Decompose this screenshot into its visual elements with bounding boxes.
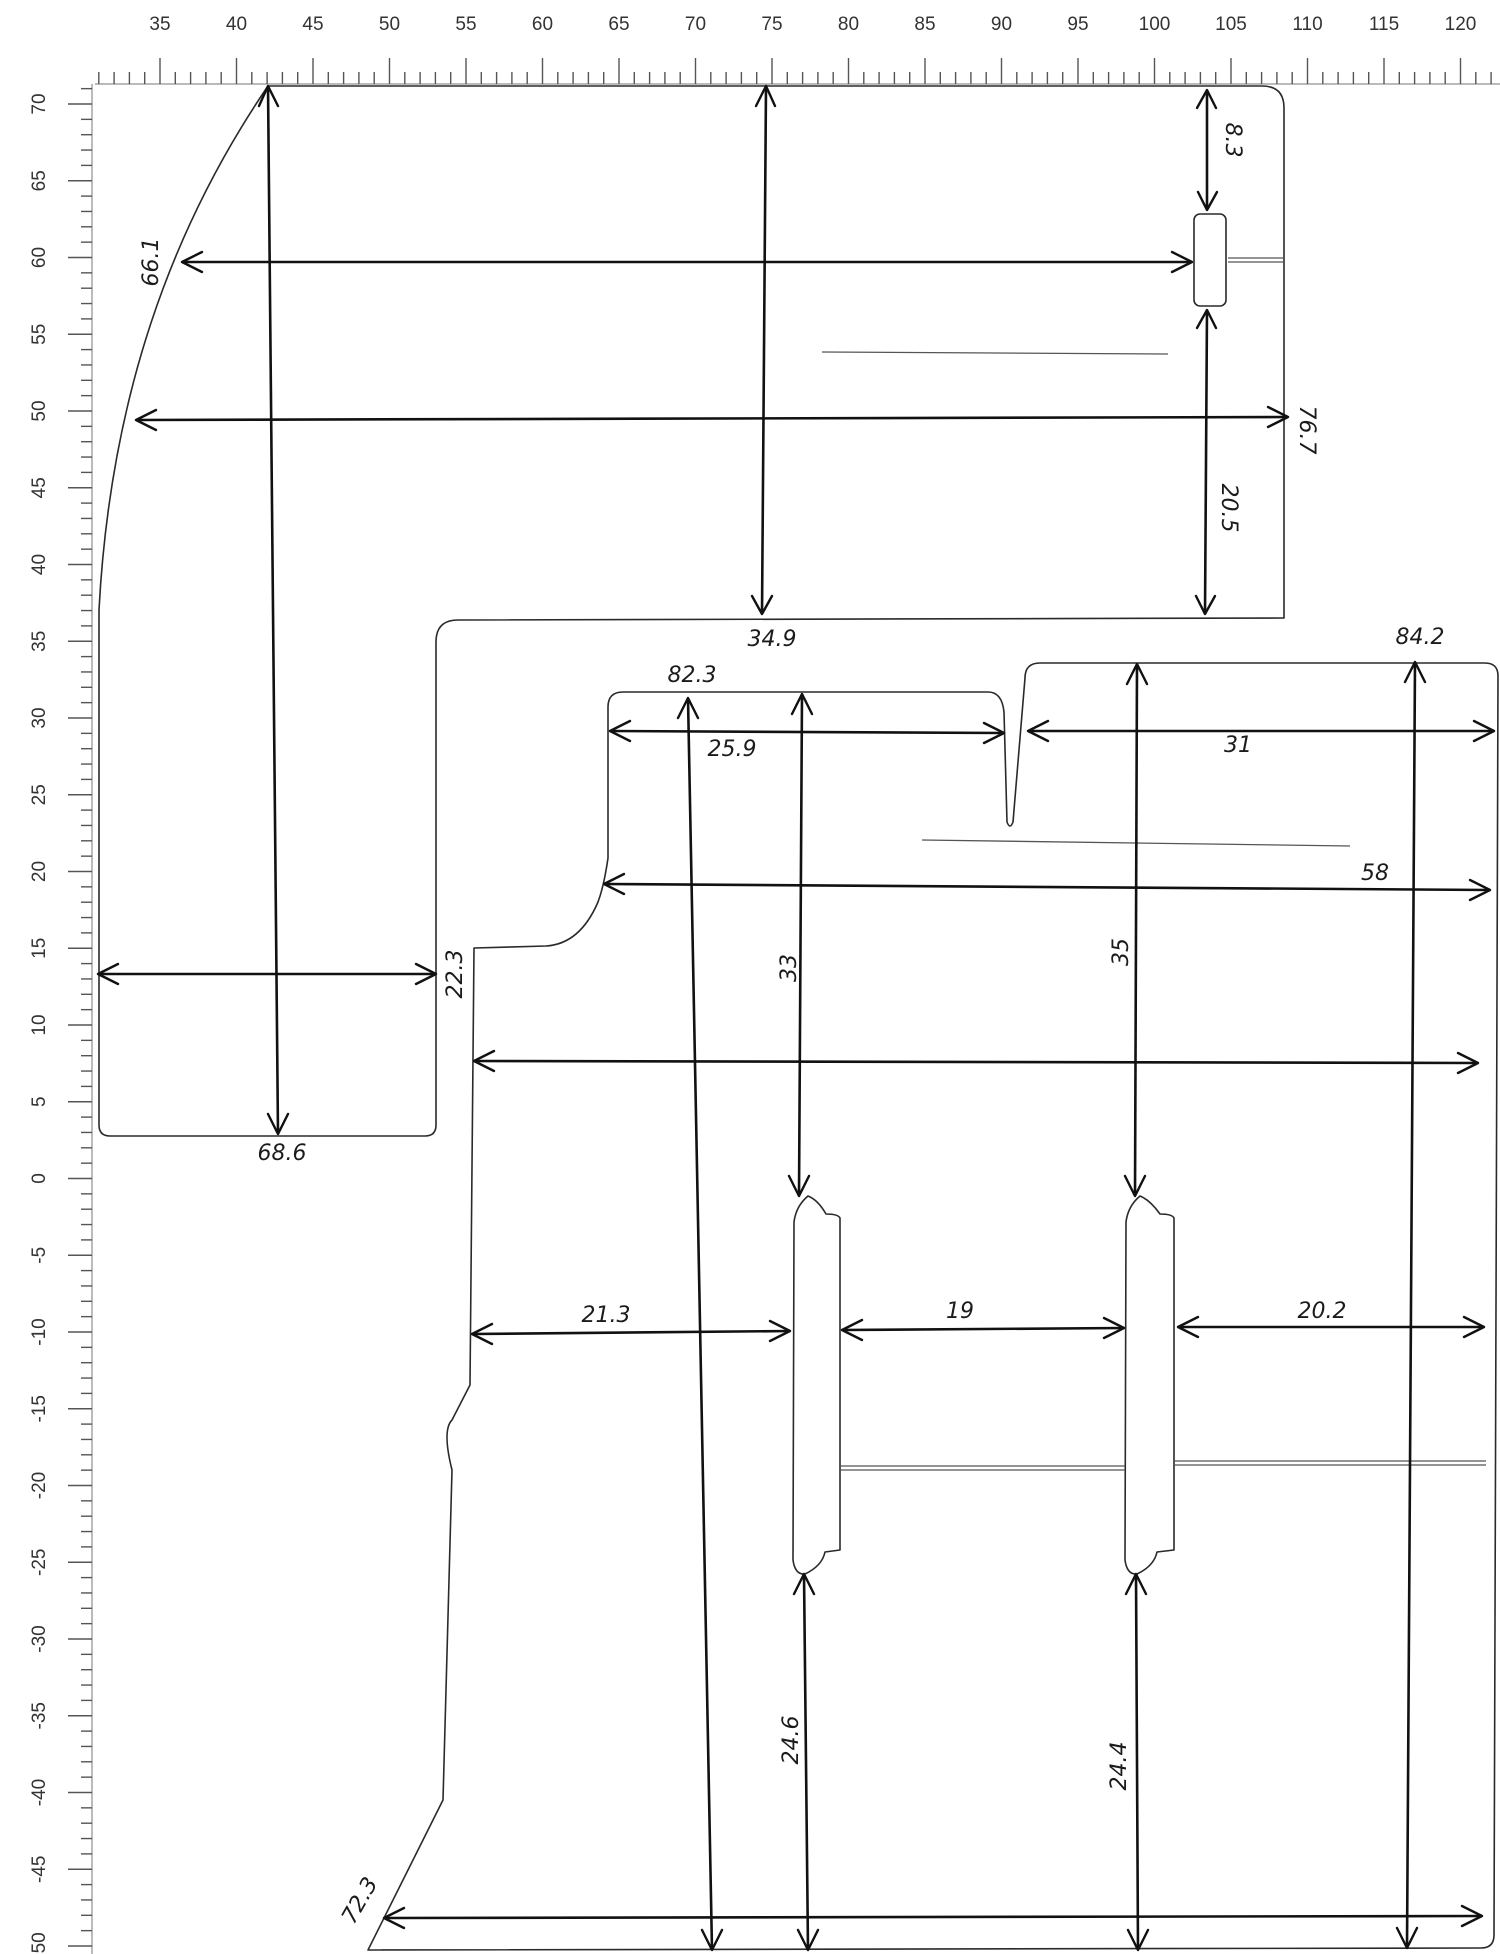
left-ruler-label: -30	[29, 1625, 50, 1652]
label-35: 35	[1109, 938, 1134, 966]
lower-pattern-outline	[367, 662, 1499, 1951]
top-ruler-label: 85	[914, 14, 935, 35]
top-ruler-label: 60	[532, 14, 553, 35]
top-ruler-label: 35	[149, 14, 170, 35]
left-ruler-label: 50	[29, 400, 50, 421]
label-76-7: 76.7	[1294, 406, 1319, 455]
top-ruler: 35 40 45 50 55 60 65 70 75 80 85 90 95 100 105 110 115 12…	[95, 14, 1500, 85]
top-ruler-label: 105	[1215, 14, 1247, 35]
label-20-5: 20.5	[1216, 484, 1241, 533]
top-ruler-label: 110	[1292, 14, 1322, 35]
left-ruler-label: -25	[29, 1549, 50, 1576]
label-22-3: 22.3	[443, 950, 468, 999]
top-ruler-label: 70	[685, 14, 706, 35]
label-25-9: 25.9	[708, 737, 757, 762]
top-ruler-label: 55	[455, 14, 476, 35]
left-ruler-label: -5	[29, 1247, 50, 1264]
top-ruler-label: 95	[1067, 14, 1088, 35]
top-ruler-label: 120	[1445, 14, 1477, 35]
left-ruler-label: -40	[29, 1779, 50, 1806]
label-58: 58	[1361, 861, 1389, 886]
left-ruler-label: -35	[29, 1702, 50, 1729]
dimension-lines	[96, 84, 1496, 1952]
left-ruler-label: -20	[29, 1472, 50, 1499]
left-ruler-label: 65	[29, 170, 50, 191]
label-21-3: 21.3	[582, 1303, 631, 1328]
top-ruler-label: 100	[1139, 14, 1171, 35]
left-ruler-label: -50	[29, 1932, 50, 1954]
label-20-2: 20.2	[1298, 1299, 1347, 1324]
left-ruler-label: -10	[29, 1318, 50, 1345]
left-ruler-label: 5	[29, 1096, 50, 1107]
top-ruler-label: 75	[761, 14, 782, 35]
left-ruler-label: 30	[29, 707, 50, 728]
top-ruler-label: 45	[302, 14, 323, 35]
label-24-4: 24.4	[1107, 1742, 1132, 1791]
label-31: 31	[1224, 733, 1252, 758]
left-ruler-label: 35	[29, 631, 50, 652]
left-ruler-label: 20	[29, 861, 50, 882]
left-ruler-label: 25	[29, 784, 50, 805]
label-84-2: 84.2	[1396, 625, 1445, 650]
top-ruler-label: 90	[991, 14, 1012, 35]
left-ruler-label: 55	[29, 324, 50, 345]
top-ruler-label: 80	[838, 14, 859, 35]
label-34-9: 34.9	[748, 627, 797, 652]
left-ruler-label: -45	[29, 1856, 50, 1883]
left-ruler-label: 40	[29, 554, 50, 575]
left-ruler-label: 15	[29, 938, 50, 959]
left-ruler-label: 70	[29, 93, 50, 114]
upper-pattern-outline	[98, 85, 1285, 1137]
left-ruler-label: 45	[29, 477, 50, 498]
top-ruler-label: 40	[226, 14, 247, 35]
label-68-6: 68.6	[258, 1141, 307, 1166]
top-ruler-label: 50	[379, 14, 400, 35]
label-8-3: 8.3	[1220, 123, 1245, 158]
label-19: 19	[946, 1299, 974, 1324]
button-slot-upper	[1193, 213, 1227, 307]
label-33: 33	[777, 954, 802, 982]
label-66-1: 66.1	[139, 238, 164, 287]
left-ruler-label: 60	[29, 247, 50, 268]
left-ruler: 7065605550454035302520151050-5-10-15-20-…	[29, 84, 93, 1954]
left-ruler-label: 0	[29, 1173, 50, 1184]
button-slot-left	[792, 1195, 841, 1575]
left-ruler-label: 10	[29, 1014, 50, 1035]
left-ruler-label: -15	[29, 1395, 50, 1422]
top-ruler-label: 115	[1369, 14, 1399, 35]
top-ruler-label: 65	[608, 14, 629, 35]
label-24-6: 24.6	[779, 1716, 804, 1765]
button-slot-right	[1124, 1195, 1175, 1575]
label-82-3: 82.3	[668, 663, 717, 688]
